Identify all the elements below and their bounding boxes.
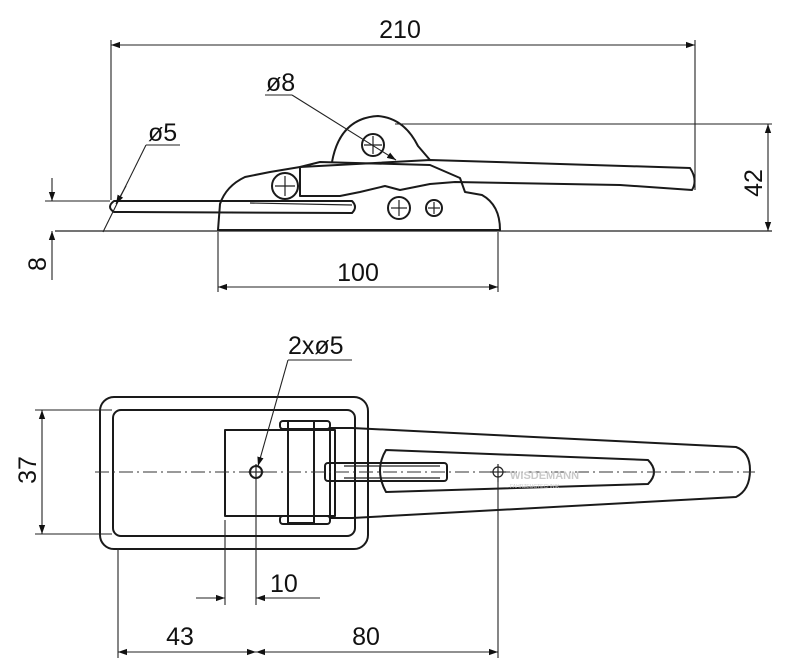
dim-hook-diameter: ø5 (148, 119, 177, 147)
lever-body (299, 159, 696, 197)
base-plate (217, 161, 501, 231)
brand-logo: WISDEMANN FAHRZEUGTECHNIK (510, 470, 579, 490)
pivot-ear (331, 115, 431, 163)
wire-loop-outer (99, 396, 369, 550)
rivet-top (490, 464, 506, 482)
dim-height: 42 (740, 169, 768, 197)
base-plate-top (224, 429, 336, 517)
top-view: WISDEMANN FAHRZEUGTECHNIK 2xø5 37 10 43 … (14, 332, 755, 658)
dim-base-offset: 8 (24, 257, 52, 271)
hook-rod (109, 200, 356, 214)
dim-loop-offset: 43 (166, 623, 194, 651)
leader-pin-diameter (291, 94, 397, 161)
dim-overall-length: 210 (379, 16, 421, 44)
mount-hole-1 (387, 196, 411, 220)
dim-base-length: 100 (337, 259, 379, 287)
side-view: 210 ø8 ø5 42 8 100 (24, 16, 772, 292)
leader-holes (257, 359, 289, 467)
dim-hole-spacing: 10 (270, 570, 298, 598)
dim-pin-diameter: ø8 (266, 69, 295, 97)
dim-width: 37 (14, 456, 42, 484)
mount-hole-2 (425, 199, 443, 217)
rivet-hole-rear (271, 172, 299, 200)
wire-loop-inner (112, 409, 356, 537)
dim-body-length: 80 (352, 623, 380, 651)
logo-subtitle: FAHRZEUGTECHNIK (510, 484, 560, 490)
lever-top (329, 427, 751, 519)
logo-brand: WISDEMANN (510, 470, 579, 482)
dim-holes: 2xø5 (288, 332, 344, 360)
mount-hole-top (248, 464, 264, 480)
